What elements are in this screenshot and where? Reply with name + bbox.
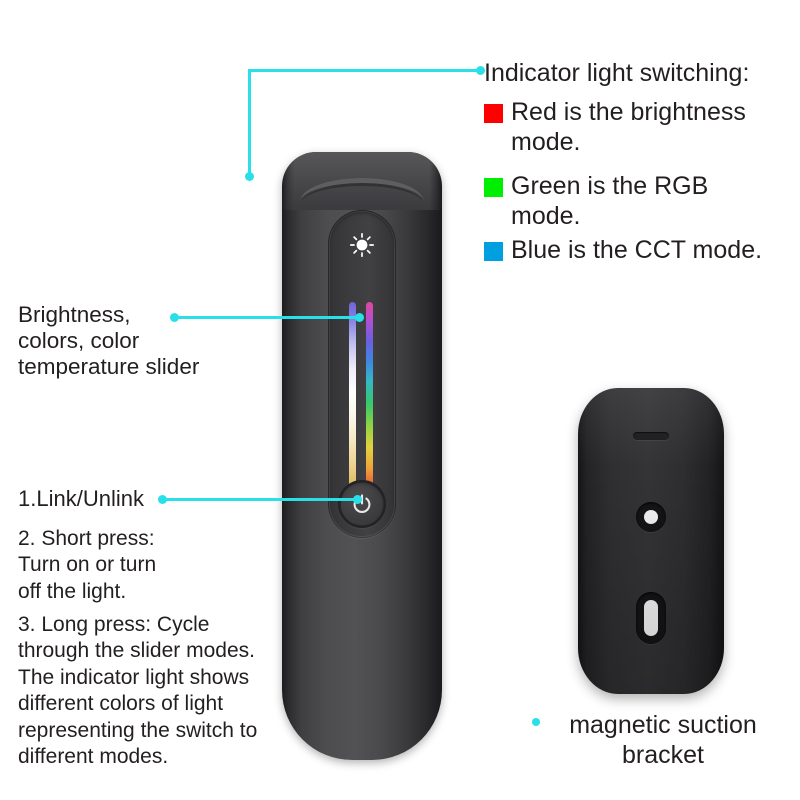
legend-label-green: Green is the RGB mode. [511,172,709,230]
annotation-long-press: 3. Long press: Cycle through the slider … [18,613,258,769]
leader-dot-link-device [353,495,362,504]
screw-hole [636,502,666,532]
indicator-legend: Red is the brightness mode. Green is the… [484,97,784,269]
leader-link-unlink [162,498,360,501]
leader-dot-brightness-device [355,313,364,322]
mounting-slot [633,432,669,440]
legend-label-blue: Blue is the CCT mode. [511,236,763,264]
swatch-red-icon [484,104,503,123]
indicator-light-strip [300,178,424,202]
leader-dot-bracket-label [532,718,540,726]
power-button[interactable] [338,480,386,528]
swatch-green-icon [484,178,503,197]
keyhole-slot [636,592,666,644]
leader-dot-link-label [158,495,167,504]
leader-dot-indicator-label [476,66,485,75]
sun-bright-icon [349,232,375,263]
leader-brightness [174,316,362,319]
magnetic-suction-bracket [578,388,724,694]
leader-indicator-vertical [248,69,251,177]
legend-item-blue: Blue is the CCT mode. [484,235,784,265]
legend-label-red: Red is the brightness mode. [511,98,746,156]
annotation-brightness-slider: Brightness, colors, color temperature sl… [18,302,200,380]
annotation-link-unlink: 1.Link/Unlink [18,486,144,511]
legend-item-green: Green is the RGB mode. [484,171,784,231]
annotation-short-press: 2. Short press: Turn on or turn off the … [18,527,157,603]
screw-hole-center [644,510,658,524]
leader-dot-brightness-label [170,313,179,322]
light-bar-device [282,152,442,760]
leader-dot-indicator-device [245,172,254,181]
annotation-indicator-title: Indicator light switching: [484,59,750,87]
legend-item-red: Red is the brightness mode. [484,97,784,157]
cct-gradient-bar[interactable] [349,302,356,498]
swatch-blue-icon [484,242,503,261]
rgb-gradient-bar[interactable] [366,302,373,498]
leader-indicator-horizontal [248,69,480,72]
annotation-bracket-label: magnetic suction bracket [569,711,757,769]
keyhole-slot-center [644,600,658,636]
